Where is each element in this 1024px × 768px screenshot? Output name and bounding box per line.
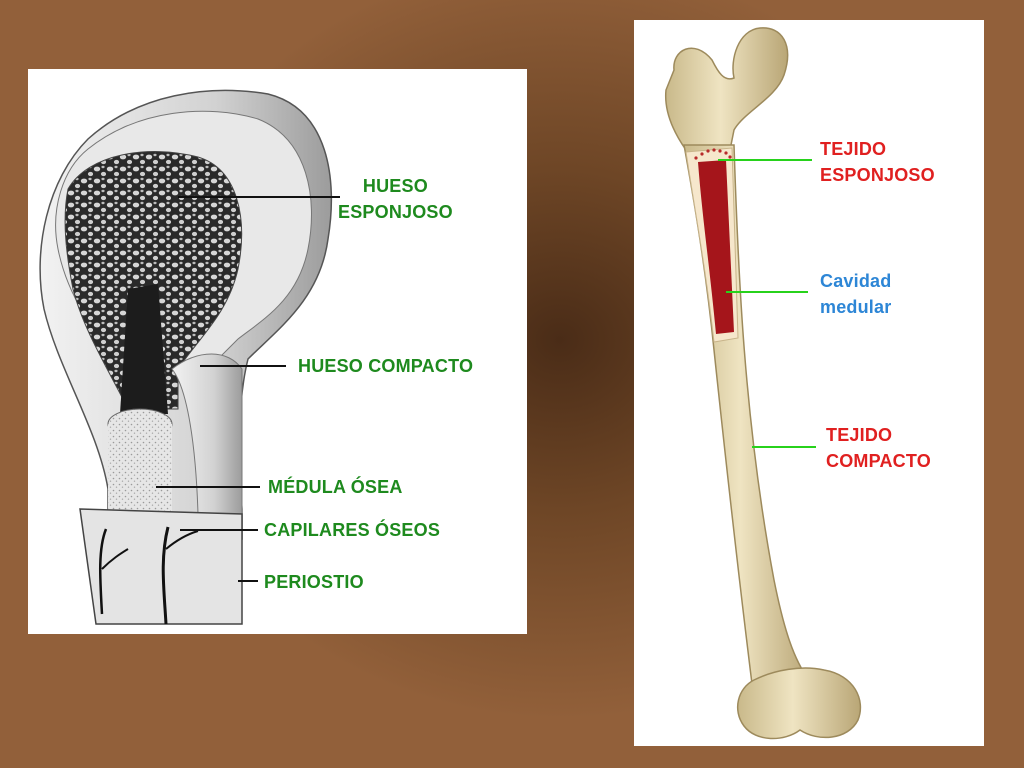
left-pointer-lines [156, 196, 340, 582]
femur-head [664, 27, 789, 151]
medullary-cavity [698, 160, 734, 334]
bone-section-illustration [39, 89, 340, 625]
femur-condyles [736, 667, 862, 740]
right-pointer-lines [718, 159, 816, 448]
femur-panel: TEJIDO ESPONJOSO Cavidad medular TEJIDO … [634, 20, 984, 746]
label-capilares-oseos: CAPILARES ÓSEOS [264, 520, 441, 540]
marrow-column [108, 424, 172, 514]
label-periostio: PERIOSTIO [264, 572, 364, 592]
label-tejido-esponjoso: TEJIDO ESPONJOSO [820, 139, 935, 185]
label-medula-osea: MÉDULA ÓSEA [268, 477, 403, 497]
label-hueso-esponjoso: HUESO ESPONJOSO [338, 176, 453, 222]
periosteum-band [79, 508, 243, 625]
label-hueso-compacto: HUESO COMPACTO [298, 356, 474, 376]
label-cavidad-medular: Cavidad medular [820, 271, 892, 317]
spongy-tip-dots [694, 148, 732, 160]
spongy-bone-region [64, 151, 243, 410]
label-tejido-compacto: TEJIDO COMPACTO [826, 425, 931, 471]
bone-section-panel: HUESO ESPONJOSO HUESO COMPACTO MÉDULA ÓS… [28, 69, 527, 634]
femur-illustration [664, 27, 862, 740]
